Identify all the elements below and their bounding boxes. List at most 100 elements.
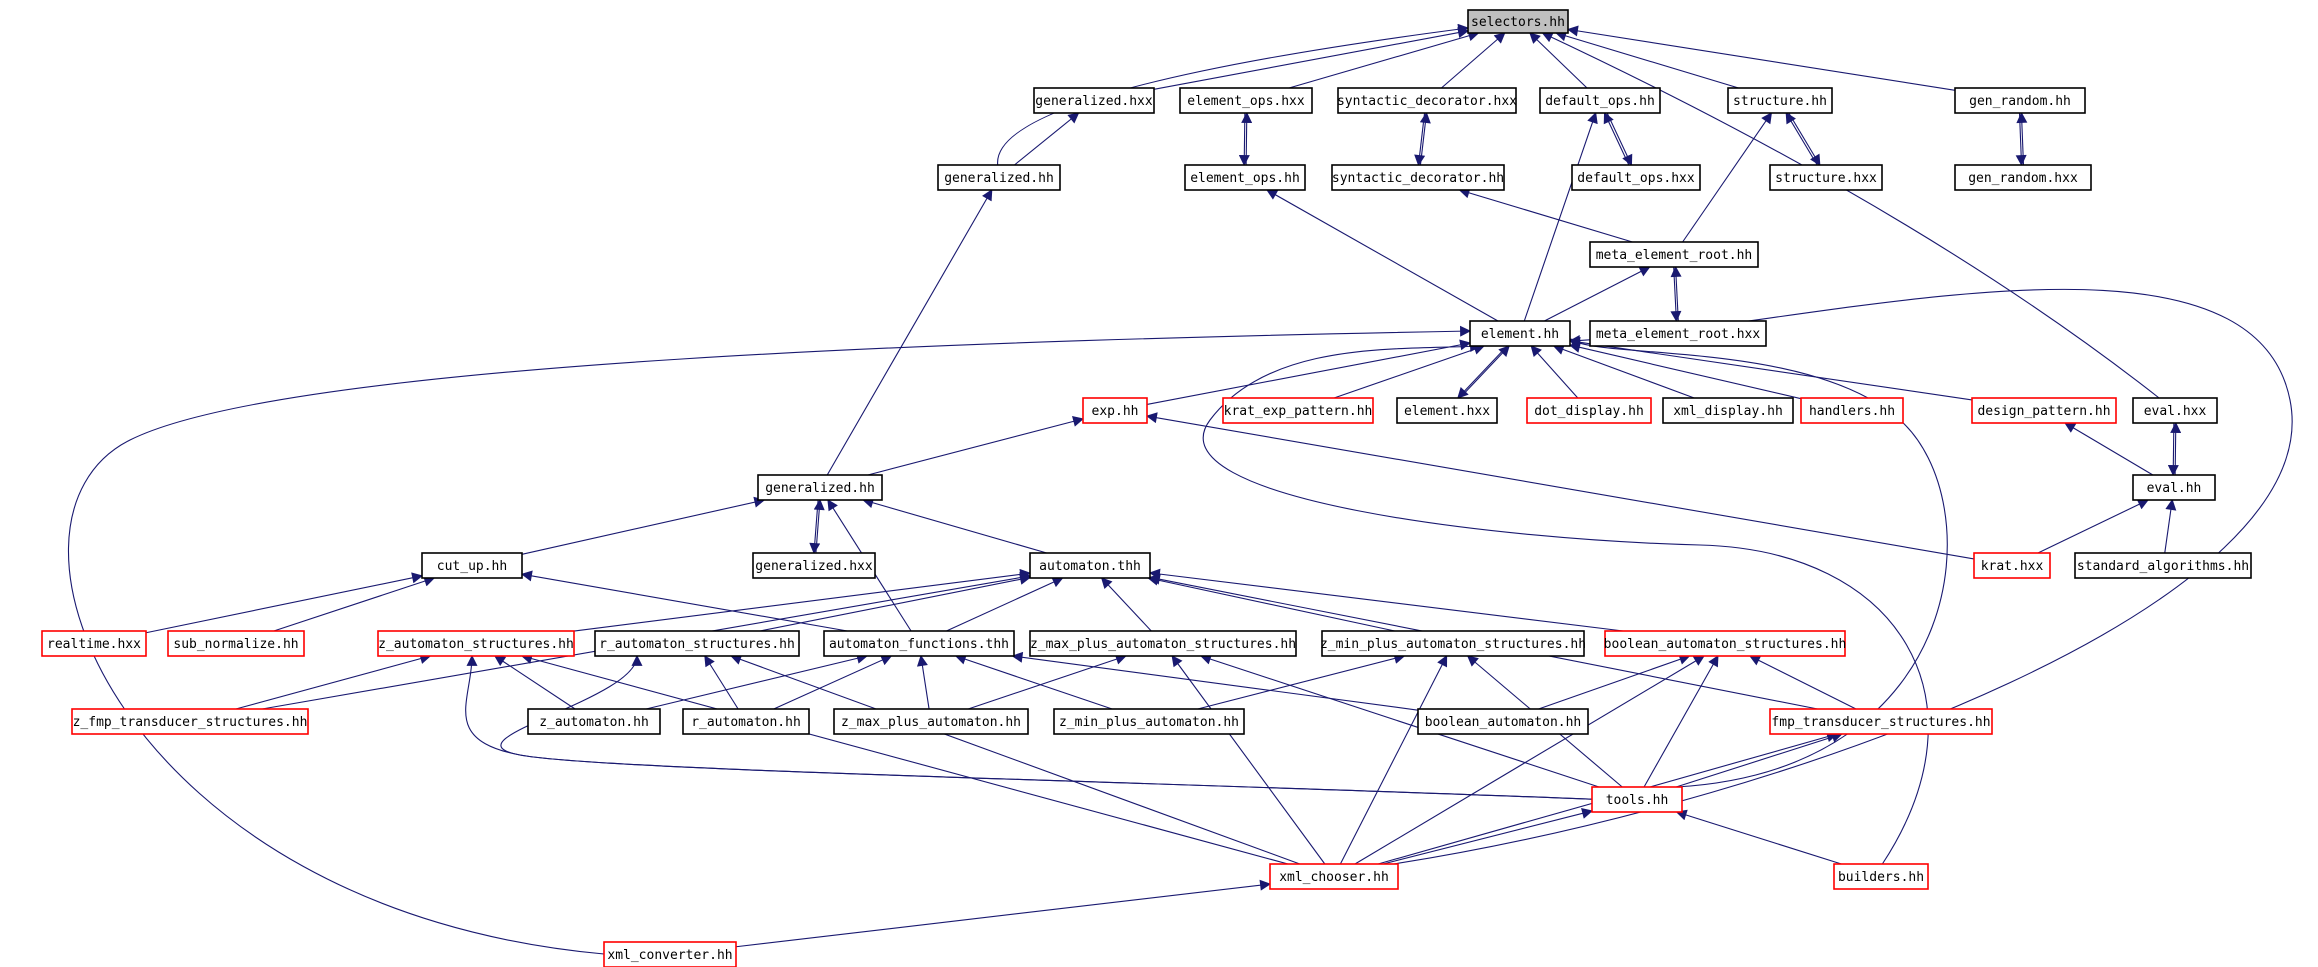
node-automaton-thh[interactable]: automaton.thh: [1029, 552, 1151, 579]
node-handlers-hh[interactable]: handlers.hh: [1800, 397, 1904, 424]
node-krat-hxx[interactable]: krat.hxx: [1973, 552, 2051, 579]
node-r-automaton-hh[interactable]: r_automaton.hh: [682, 708, 810, 735]
edge-n29-to-n25: [2037, 499, 2150, 554]
node-box: [1033, 87, 1155, 114]
node-z-min-plus-automaton-hh[interactable]: z_min_plus_automaton.hh: [1053, 708, 1245, 735]
node-syntactic-decorator-hh[interactable]: syntactic_decorator.hh: [1331, 164, 1505, 191]
node-box: [1029, 630, 1297, 657]
node-design-pattern-hh[interactable]: design_pattern.hh: [1971, 397, 2117, 424]
node-box: [1331, 164, 1505, 191]
node-generalized-hh[interactable]: generalized.hh: [757, 474, 883, 501]
node-element-ops-hxx[interactable]: element_ops.hxx: [1179, 87, 1313, 114]
edge-n20-to-n14: [1552, 344, 1695, 399]
node-gen-random-hxx[interactable]: gen_random.hxx: [1954, 164, 2092, 191]
node-xml-converter-hh[interactable]: xml_converter.hh: [603, 941, 737, 967]
node-label: z_automaton_structures.hh: [378, 637, 574, 652]
node-tools-hh[interactable]: tools.hh: [1591, 786, 1683, 813]
node-label: eval.hxx: [2144, 404, 2207, 419]
node-xml-chooser-hh[interactable]: xml_chooser.hh: [1269, 863, 1399, 890]
node-label: syntactic_decorator.hh: [1332, 171, 1504, 186]
node-syntactic-decorator-hxx[interactable]: syntactic_decorator.hxx: [1337, 87, 1517, 114]
edge-n42-to-n36: [968, 653, 1127, 710]
node-box: [823, 630, 1015, 657]
node-generalized-hxx[interactable]: generalized.hxx: [1033, 87, 1155, 114]
edge-n2-to-n8: [1238, 112, 1250, 167]
node-meta-element-root-hxx[interactable]: meta_element_root.hxx: [1589, 320, 1767, 347]
node-structure-hxx[interactable]: structure.hxx: [1769, 164, 1883, 191]
node-box: [1222, 397, 1374, 424]
node-builders-hh[interactable]: builders.hh: [1833, 863, 1929, 890]
edge-n49-to-n14: [68, 325, 1472, 955]
node-label: structure.hh: [1733, 94, 1827, 109]
node-krat-exp-pattern-hh[interactable]: krat_exp_pattern.hh: [1222, 397, 1374, 424]
node-label: meta_element_root.hxx: [1596, 327, 1761, 342]
node-z-fmp-transducer-structures-hh[interactable]: z_fmp_transducer_structures.hh: [71, 708, 309, 735]
node-z-max-plus-automaton-structures-hh[interactable]: z_max_plus_automaton_structures.hh: [1029, 630, 1297, 657]
node-generalized-hh[interactable]: generalized.hh: [937, 164, 1061, 191]
node-label: standard_algorithms.hh: [2077, 559, 2249, 574]
node-label: z_fmp_transducer_structures.hh: [73, 715, 308, 730]
node-z-automaton-hh[interactable]: z_automaton.hh: [527, 708, 661, 735]
node-z-automaton-structures-hh[interactable]: z_automaton_structures.hh: [377, 630, 575, 657]
edge-n21-to-n14: [1568, 341, 1802, 400]
edge-n11-to-n5: [1785, 112, 1818, 166]
node-default-ops-hxx[interactable]: default_ops.hxx: [1571, 164, 1701, 191]
node-label: xml_chooser.hh: [1279, 870, 1389, 885]
node-box: [41, 630, 147, 657]
edge-n33-to-n28: [573, 568, 1032, 632]
node-box: [1973, 552, 2051, 579]
node-meta-element-root-hh[interactable]: meta_element_root.hh: [1589, 241, 1759, 268]
node-box: [603, 941, 737, 967]
node-standard-algorithms-hh[interactable]: standard_algorithms.hh: [2074, 552, 2252, 579]
node-fmp-transducer-structures-hh[interactable]: fmp_transducer_structures.hh: [1769, 708, 1993, 735]
node-element-ops-hh[interactable]: element_ops.hh: [1184, 164, 1306, 191]
node-element-hh[interactable]: element.hh: [1469, 320, 1571, 347]
node-z-min-plus-automaton-structures-hh[interactable]: z_min_plus_automaton_structures.hh: [1320, 630, 1586, 657]
node-z-max-plus-automaton-hh[interactable]: z_max_plus_automaton.hh: [833, 708, 1029, 735]
node-eval-hh[interactable]: eval.hh: [2132, 474, 2216, 501]
node-label: default_ops.hxx: [1577, 171, 1695, 186]
node-automaton-functions-thh[interactable]: automaton_functions.thh: [823, 630, 1015, 657]
edge-n8-to-n2: [1241, 111, 1253, 166]
node-box: [752, 552, 876, 579]
node-box: [1321, 630, 1585, 657]
node-gen-random-hh[interactable]: gen_random.hh: [1954, 87, 2086, 114]
node-dot-display-hh[interactable]: dot_display.hh: [1526, 397, 1652, 424]
edge-n12-to-n6: [2016, 111, 2028, 166]
node-label: z_min_plus_automaton_structures.hh: [1320, 637, 1586, 652]
edge-n48-to-n14: [1202, 340, 1929, 865]
node-exp-hh[interactable]: exp.hh: [1082, 397, 1148, 424]
edge-n32-to-n26: [273, 575, 436, 632]
node-structure-hh[interactable]: structure.hh: [1727, 87, 1833, 114]
node-realtime-hxx[interactable]: realtime.hxx: [41, 630, 147, 657]
node-default-ops-hh[interactable]: default_ops.hh: [1539, 87, 1661, 114]
node-sub-normalize-hh[interactable]: sub_normalize.hh: [167, 630, 305, 657]
node-eval-hxx[interactable]: eval.hxx: [2132, 397, 2218, 424]
node-generalized-hxx[interactable]: generalized.hxx: [752, 552, 876, 579]
node-box: [167, 630, 305, 657]
edge-n10-to-n4: [1603, 112, 1630, 166]
edge-n23-to-n25: [2167, 422, 2179, 477]
edge-n23-to-n0: [1541, 32, 2160, 399]
node-boolean-automaton-structures-hh[interactable]: boolean_automaton_structures.hh: [1604, 630, 1847, 657]
edge-n27-to-n24: [813, 498, 825, 554]
node-box: [1184, 164, 1306, 191]
edge-n44-to-n35: [1011, 651, 1419, 711]
node-box: [1417, 708, 1589, 735]
edge-n34-to-n28: [759, 573, 1032, 632]
node-r-automaton-structures-hh[interactable]: r_automaton_structures.hh: [594, 630, 800, 657]
node-box: [682, 708, 810, 735]
node-element-hxx[interactable]: element.hxx: [1396, 397, 1498, 424]
node-cut-up-hh[interactable]: cut_up.hh: [421, 552, 523, 579]
node-boolean-automaton-hh[interactable]: boolean_automaton.hh: [1417, 708, 1589, 735]
node-box: [1727, 87, 1833, 114]
edge-n31-to-n26: [145, 572, 424, 634]
node-label: cut_up.hh: [437, 559, 507, 574]
node-label: boolean_automaton.hh: [1425, 715, 1582, 730]
node-selectors-hh[interactable]: selectors.hh: [1467, 9, 1569, 34]
node-xml-display-hh[interactable]: xml_display.hh: [1662, 397, 1794, 424]
edge-n25-to-n23: [2170, 421, 2182, 476]
node-label: element.hh: [1481, 327, 1559, 342]
edge-n47-to-n36: [1171, 655, 1326, 865]
